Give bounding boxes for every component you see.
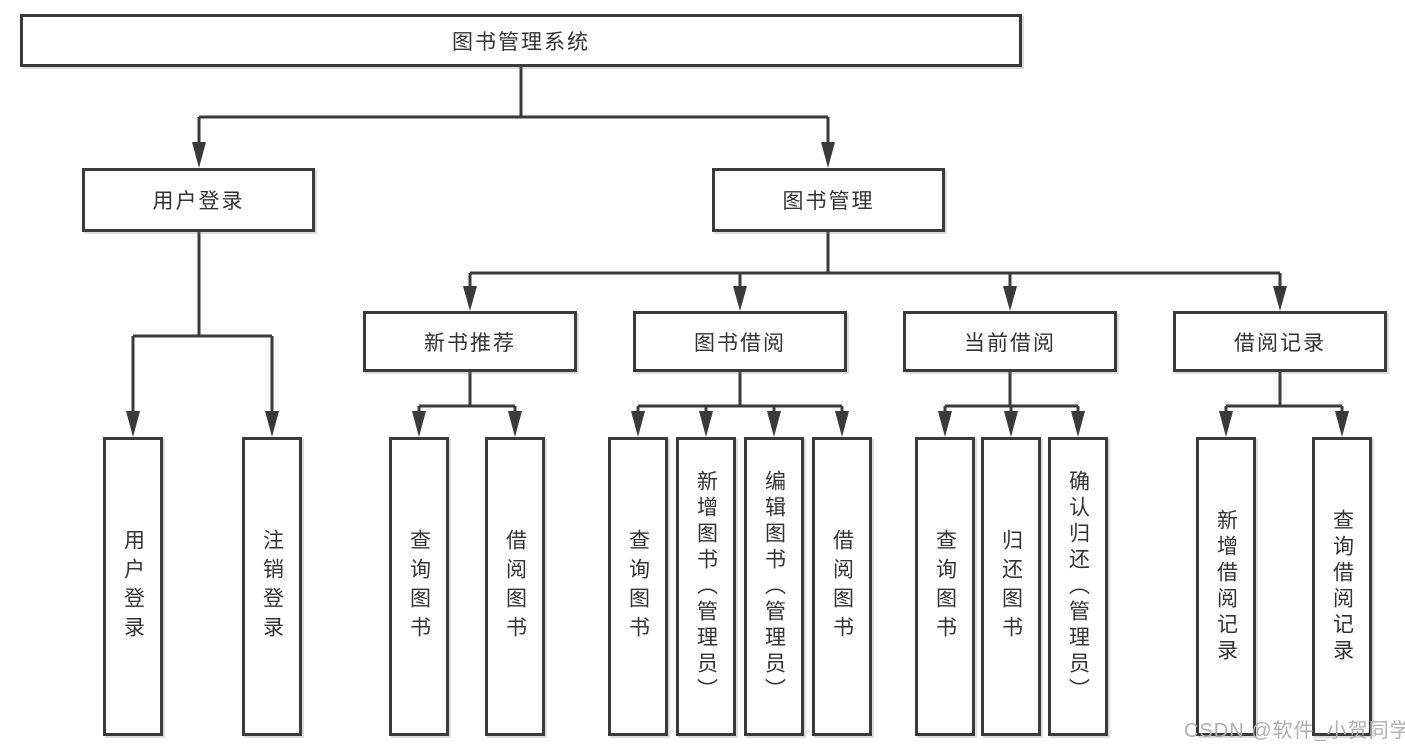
node-label: 新书推荐 (424, 331, 516, 355)
leaf-query-books-borrow: 查询图书 (608, 437, 668, 736)
node-label: 当前借阅 (964, 331, 1056, 355)
leaf-user-login: 用户登录 (103, 437, 163, 736)
leaf-add-borrow-record: 新增借阅记录 (1196, 437, 1256, 736)
node-label: 确认归还（管理员） (1066, 469, 1090, 704)
leaf-add-books-admin: 新增图书（管理员） (676, 437, 736, 736)
node-label: 新增图书（管理员） (694, 469, 718, 704)
node-label: 查询借阅记录 (1330, 508, 1354, 665)
node-label: 注销登录 (260, 528, 284, 645)
leaf-edit-books-admin: 编辑图书（管理员） (744, 437, 804, 736)
node-borrow-record: 借阅记录 (1173, 311, 1387, 372)
node-label: 新增借阅记录 (1214, 508, 1238, 665)
leaf-query-borrow-record: 查询借阅记录 (1312, 437, 1372, 736)
node-current-borrow: 当前借阅 (903, 311, 1117, 372)
node-book-management: 图书管理 (712, 168, 945, 232)
node-label: 借阅图书 (503, 528, 527, 645)
node-label: 查询图书 (933, 528, 957, 645)
node-label: 借阅记录 (1234, 331, 1326, 355)
node-label: 用户登录 (121, 528, 145, 645)
leaf-borrow-books-recommend: 借阅图书 (485, 437, 545, 736)
leaf-query-books-current: 查询图书 (915, 437, 975, 736)
leaf-logout: 注销登录 (242, 437, 302, 736)
node-label: 查询图书 (407, 528, 431, 645)
node-label: 用户登录 (152, 190, 245, 213)
node-new-book-recommend: 新书推荐 (363, 311, 577, 372)
node-label: 查询图书 (626, 528, 650, 645)
node-label: 图书管理系统 (452, 30, 590, 54)
leaf-borrow-books: 借阅图书 (812, 437, 872, 736)
node-label: 归还图书 (999, 528, 1023, 645)
node-label: 借阅图书 (830, 528, 854, 645)
arrowhead-icons (126, 142, 1349, 437)
leaf-return-books: 归还图书 (981, 437, 1041, 736)
csdn-watermark: CSDN @软件_小贺同学 (1184, 720, 1405, 742)
node-label: 图书管理 (782, 190, 875, 213)
node-label: 编辑图书（管理员） (762, 469, 786, 704)
leaf-query-books-recommend: 查询图书 (389, 437, 449, 736)
node-book-borrow: 图书借阅 (633, 311, 847, 372)
node-label: 图书借阅 (694, 331, 786, 355)
leaf-confirm-return-admin: 确认归还（管理员） (1048, 437, 1108, 736)
node-library-management-system: 图书管理系统 (20, 14, 1022, 67)
node-user-login: 用户登录 (82, 168, 315, 232)
